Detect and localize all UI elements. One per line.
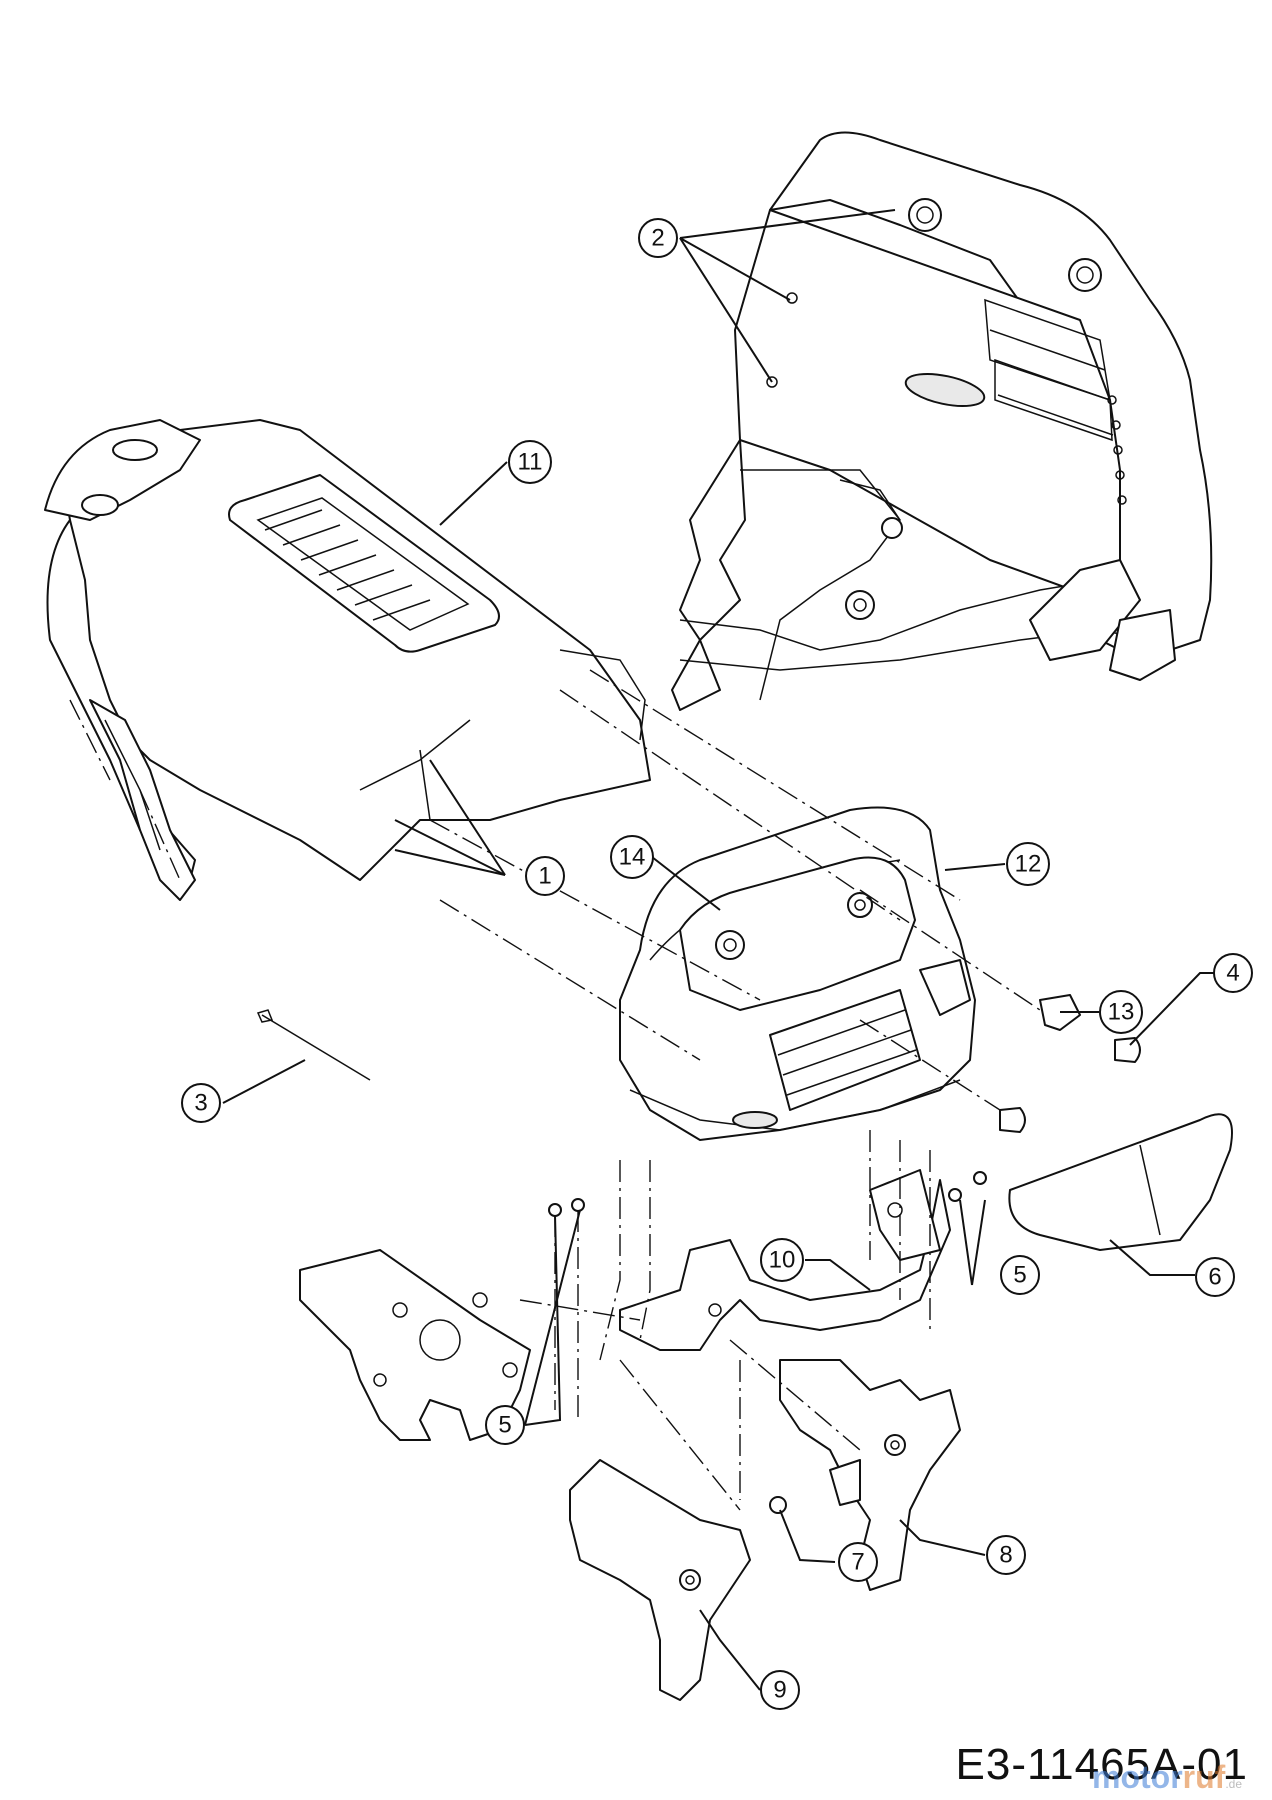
callout-label-7: 7 (851, 1549, 864, 1576)
callout-4: 4 (1213, 953, 1253, 993)
callout-label-10: 10 (769, 1247, 796, 1274)
callout-7: 7 (838, 1542, 878, 1582)
callout-10: 10 (760, 1238, 804, 1282)
rear-hood-cover (44, 419, 651, 901)
push-rivet-parts (999, 1037, 1141, 1133)
watermark-suffix: .de (1225, 1777, 1242, 1791)
drawing-number: E3-11465A-01 (955, 1740, 1248, 1789)
callout-label-1: 1 (538, 863, 551, 890)
callout-label-8: 8 (999, 1542, 1012, 1569)
callout-label-5-right: 5 (1013, 1262, 1026, 1289)
callout-label-3: 3 (194, 1090, 207, 1117)
callout-label-4: 4 (1226, 960, 1239, 987)
front-bumper-lens (1008, 1113, 1233, 1251)
assembled-hood-view (671, 131, 1213, 711)
front-hood (619, 806, 976, 1141)
callout-label-2: 2 (651, 225, 664, 252)
bolt-part (769, 1496, 787, 1514)
callout-1: 1 (525, 856, 565, 896)
watermark-text-right: ruf (1182, 1759, 1226, 1795)
callout-label-14: 14 (619, 844, 646, 871)
callout-label-11: 11 (518, 449, 543, 476)
callout-label-9: 9 (773, 1677, 786, 1704)
callout-8: 8 (986, 1535, 1026, 1575)
watermark-text-left: motor (1092, 1759, 1183, 1795)
cable-tie (256, 1009, 371, 1081)
right-side-bracket (779, 1359, 961, 1591)
callout-9: 9 (760, 1670, 800, 1710)
callout-label-12: 12 (1015, 851, 1042, 878)
assembly-guide-lines (69, 669, 1041, 1511)
mounting-bracket (619, 1169, 951, 1351)
left-mount-plate (299, 1249, 531, 1441)
callout-label-5-left: 5 (498, 1412, 511, 1439)
callout-6: 6 (1195, 1257, 1235, 1297)
callout-5-right: 5 (1000, 1255, 1040, 1295)
callout-11: 11 (508, 440, 552, 484)
callout-13: 13 (1099, 990, 1143, 1034)
site-watermark: motorruf.de (1092, 1759, 1242, 1796)
callout-3: 3 (181, 1083, 221, 1123)
callout-5-left: 5 (485, 1405, 525, 1445)
callout-12: 12 (1006, 842, 1050, 886)
callout-label-13: 13 (1108, 999, 1135, 1026)
left-side-bracket (569, 1459, 751, 1701)
callout-label-6: 6 (1208, 1264, 1221, 1291)
callout-14: 14 (610, 835, 654, 879)
callout-2: 2 (638, 218, 678, 258)
